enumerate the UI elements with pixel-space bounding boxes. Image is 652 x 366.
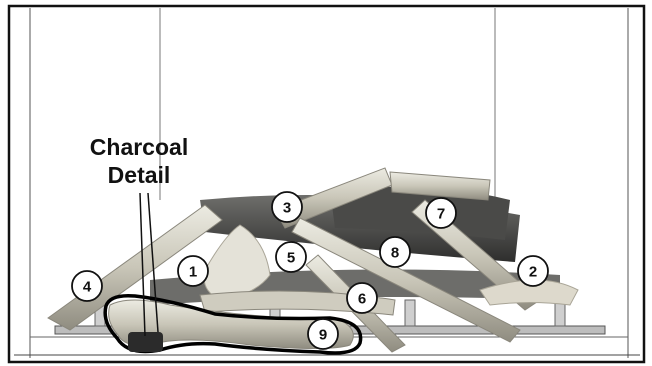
part-marker-9: 9	[308, 319, 338, 349]
part-marker-5: 5	[276, 242, 306, 272]
part-marker-4: 4	[72, 271, 102, 301]
part-marker-6: 6	[347, 283, 377, 313]
part-marker-1: 1	[178, 256, 208, 286]
part-marker-label: 6	[358, 291, 366, 308]
callout-line-1: Charcoal	[64, 133, 214, 161]
part-marker-label: 1	[189, 264, 197, 281]
part-marker-2: 2	[518, 256, 548, 286]
part-marker-8: 8	[380, 237, 410, 267]
part-marker-label: 9	[319, 327, 327, 344]
part-marker-label: 4	[83, 279, 92, 296]
part-marker-7: 7	[426, 198, 456, 228]
part-marker-label: 3	[283, 200, 291, 217]
part-marker-label: 2	[529, 264, 537, 281]
part-marker-label: 7	[437, 206, 445, 223]
part-marker-label: 5	[287, 250, 295, 267]
part-marker-3: 3	[272, 192, 302, 222]
charcoal-detail-callout: Charcoal Detail	[64, 133, 214, 189]
callout-line-2: Detail	[64, 161, 214, 189]
part-marker-label: 8	[391, 245, 399, 262]
